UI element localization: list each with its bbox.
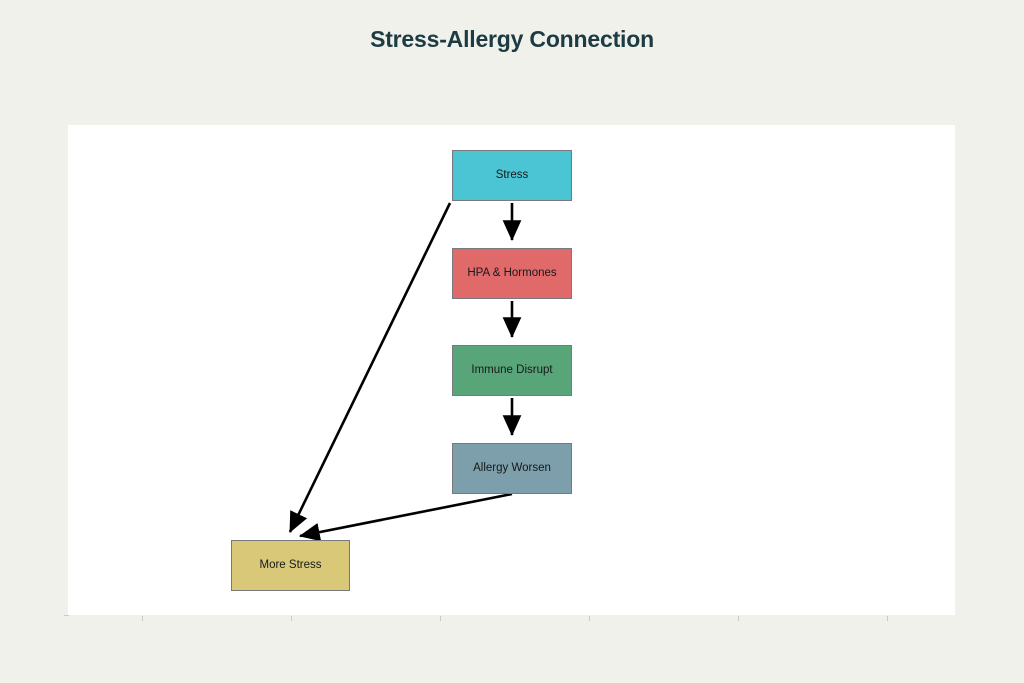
node-hpa-hormones[interactable]: HPA & Hormones [452, 248, 572, 299]
node-more-stress-label: More Stress [259, 558, 322, 571]
node-stress-label: Stress [495, 168, 529, 181]
node-allergy-worsen-label: Allergy Worsen [473, 461, 551, 474]
node-immune-disrupt[interactable]: Immune Disrupt [452, 345, 572, 396]
node-stress[interactable]: Stress [452, 150, 572, 201]
axis-tick-x-0 [142, 616, 143, 621]
axis-tick-x-2 [440, 616, 441, 621]
page-title: Stress-Allergy Connection [370, 26, 654, 52]
axis-tick-y-0 [64, 615, 69, 616]
axis-tick-x-5 [887, 616, 888, 621]
axis-tick-x-3 [589, 616, 590, 621]
node-more-stress[interactable]: More Stress [231, 540, 350, 591]
axis-tick-x-4 [738, 616, 739, 621]
node-hpa-hormones-label: HPA & Hormones [467, 266, 557, 279]
node-allergy-worsen[interactable]: Allergy Worsen [452, 443, 572, 494]
axis-tick-x-1 [291, 616, 292, 621]
node-immune-disrupt-label: Immune Disrupt [471, 363, 553, 376]
